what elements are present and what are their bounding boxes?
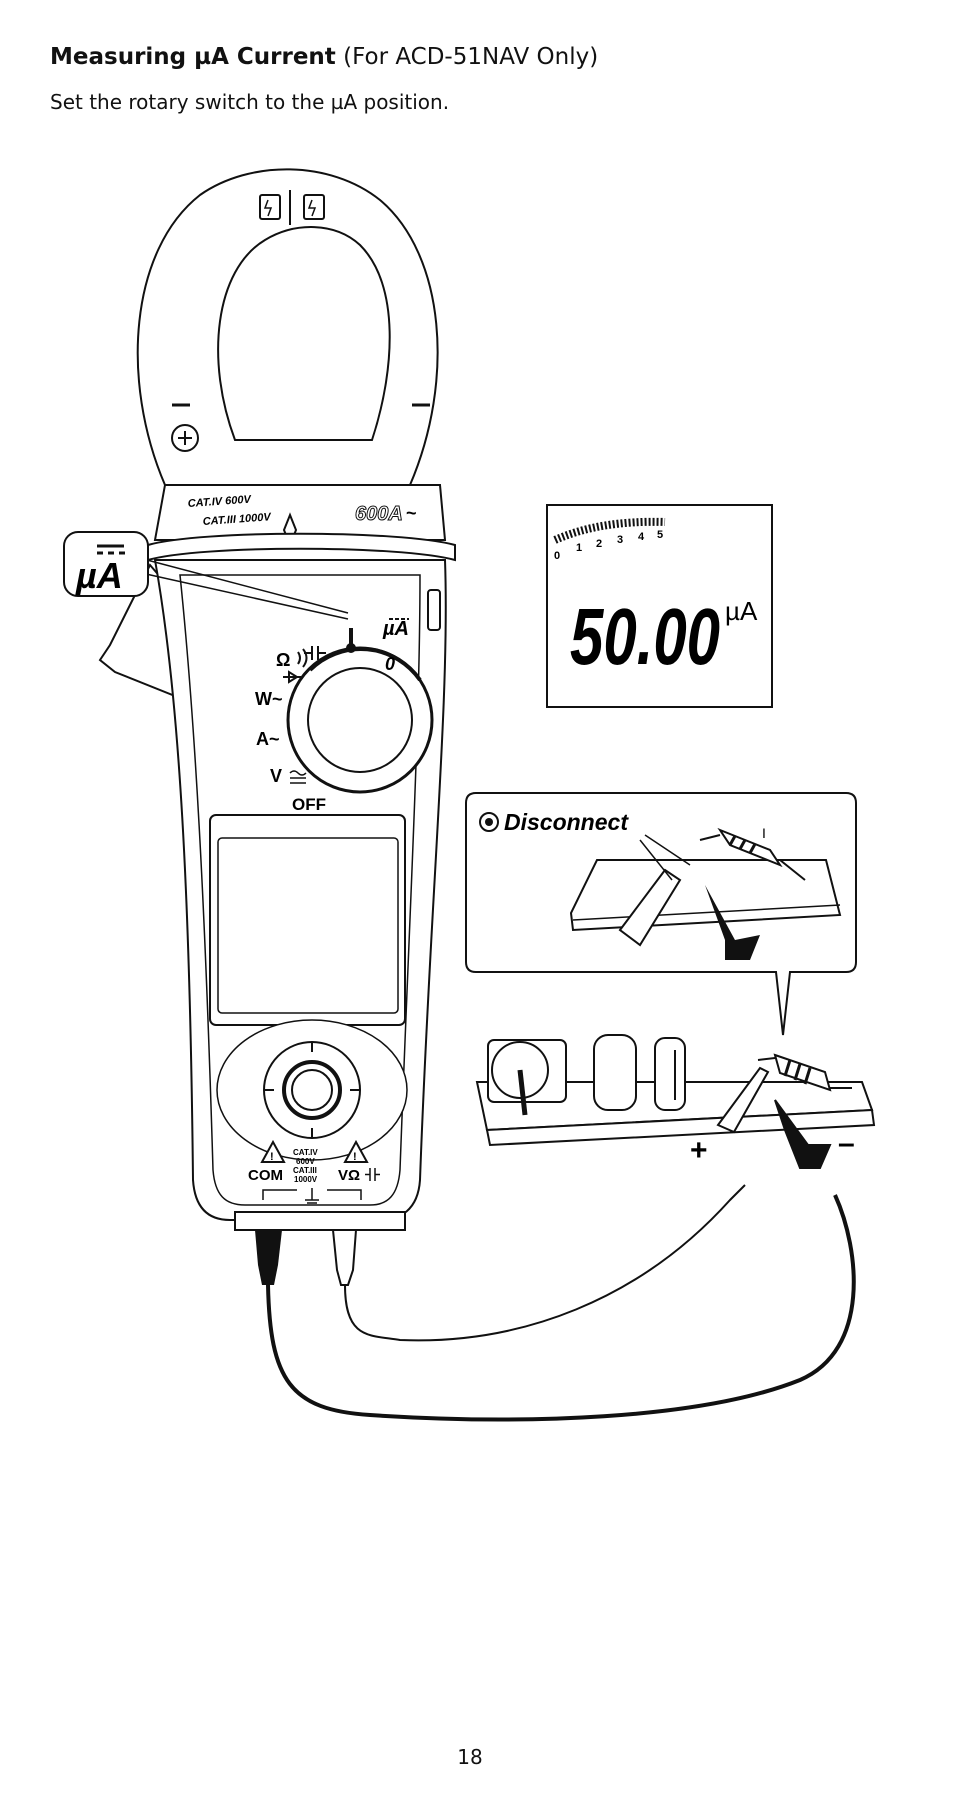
terminal-1000v: 1000V [294, 1175, 318, 1184]
callout-ua-label: µA [75, 555, 123, 596]
dial-off-label: OFF [292, 795, 326, 814]
resistor-marker: I [762, 825, 766, 841]
capacitor-icon [304, 646, 326, 660]
jaw-cat-iii-label: CAT.III 1000V [202, 511, 272, 528]
lcd-reading: 50.00 [570, 592, 720, 681]
lcd-scale-2: 2 [596, 538, 602, 550]
continuity-icon [297, 648, 308, 668]
dial-v-label: V [270, 766, 282, 786]
board-red-probe [716, 1066, 770, 1134]
circuit-board [475, 1034, 876, 1169]
terminal-vohm-label: VΩ [338, 1167, 360, 1184]
jaw-base [147, 484, 456, 562]
body-display [209, 814, 406, 1026]
red-probe-plug [331, 1229, 358, 1286]
test-leads [255, 1184, 856, 1422]
disconnect-label: Disconnect [504, 809, 629, 835]
warning-icon-left [260, 1139, 286, 1163]
nav-button[interactable] [216, 1019, 408, 1161]
dial-ohm-label: Ω [276, 650, 290, 670]
dial-a-label: A~ [256, 729, 280, 749]
jaw-rating-symbol: ~ [406, 503, 417, 523]
dial-icons [283, 628, 356, 784]
lcd-scale-3: 3 [617, 534, 623, 546]
capacitor-1 [593, 1034, 637, 1111]
rotary-switch[interactable] [286, 646, 434, 794]
capacitor-2 [654, 1037, 686, 1111]
warning-icon-right [343, 1139, 369, 1163]
instruction-text: Set the rotary switch to the µA position… [50, 90, 450, 114]
terminal-600v: 600V [296, 1157, 315, 1166]
clamp-jaws [136, 168, 439, 486]
ua-callout: µA [63, 531, 349, 620]
svg-text:!: ! [353, 1151, 357, 1163]
page-number: 18 [457, 1745, 483, 1769]
page-heading: Measuring µA Current (For ACD-51NAV Only… [50, 44, 598, 70]
svg-text:!: ! [270, 1151, 274, 1163]
dial-w-label: W~ [255, 689, 283, 709]
lcd-scale-5: 5 [657, 529, 663, 541]
disconnect-detail: Disconnect I [465, 792, 857, 1036]
black-probe-plug [255, 1230, 282, 1285]
v-ac-dc-icon [289, 770, 307, 784]
board-black-probe [774, 1099, 832, 1169]
lcd-scale-4: 4 [638, 531, 645, 543]
lcd-readout: 0 1 2 3 4 5 50.00 µA [546, 504, 773, 708]
polarity-minus: – [838, 1127, 855, 1160]
jaw-rating-label: 600A [355, 503, 403, 525]
lcd-scale-1: 1 [576, 542, 582, 554]
lcd-scale-0: 0 [554, 550, 560, 562]
detail-black-probe [705, 885, 760, 960]
polarity-plus: + [690, 1134, 708, 1167]
terminal-com-label: COM [248, 1167, 283, 1184]
capacitor-icon-small [365, 1168, 380, 1181]
heading-model-note: (For ACD-51NAV Only) [343, 44, 599, 70]
black-lead-wire [266, 1194, 856, 1422]
terminal-cat-iii: CAT.III [293, 1166, 317, 1175]
jaw-cat-iv-label: CAT.IV 600V [187, 493, 253, 509]
red-lead-wire [344, 1184, 746, 1342]
dial-zero-label: 0 [385, 654, 395, 674]
target-icon [479, 812, 499, 832]
dial-labels: µA 0 Ω W~ A~ V OFF [255, 618, 409, 814]
diode-icon [283, 670, 301, 684]
analog-bargraph [553, 517, 666, 544]
lcd-unit: µA [725, 596, 758, 626]
dial-ua-label: µA [382, 618, 409, 640]
terminal-area: ! ! COM VΩ CAT.IV 600V CAT.III 1000V [248, 1139, 380, 1204]
detail-red-probe [618, 868, 682, 947]
terminal-cat-iv: CAT.IV [293, 1148, 318, 1157]
heading-title: Measuring µA Current [50, 44, 336, 70]
